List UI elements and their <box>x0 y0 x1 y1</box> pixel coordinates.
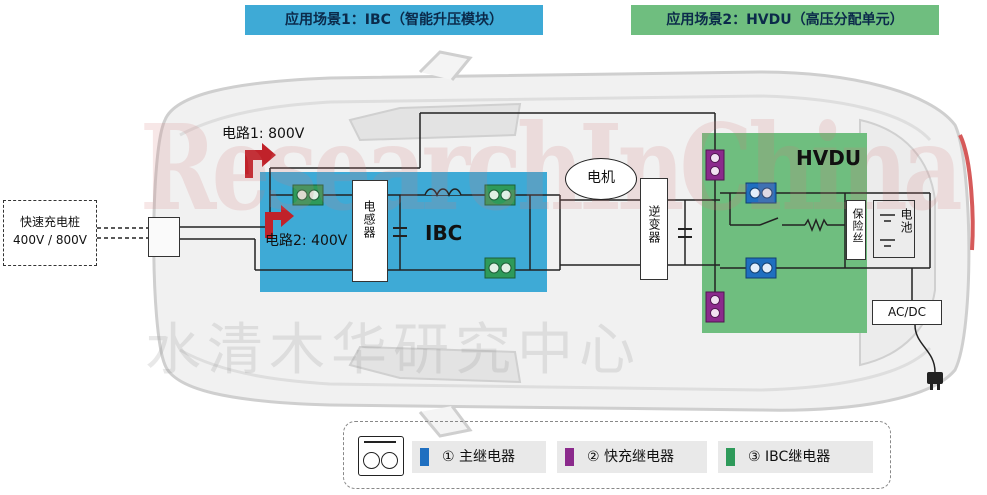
motor-circle: 电机 <box>565 158 637 200</box>
scene1-title: 应用场景1：IBC（智能升压模块） <box>245 5 543 35</box>
legend-item-fast-relay: ② 快充继电器 <box>557 441 707 473</box>
acdc-label: AC/DC <box>887 305 927 319</box>
relay-legend-icon <box>358 436 404 476</box>
legend-label-fast: ② 快充继电器 <box>587 449 675 465</box>
fast-charge-relays <box>705 149 725 323</box>
legend-swatch-main <box>420 448 429 466</box>
battery-symbol <box>880 214 895 247</box>
inductor-coil <box>424 188 462 198</box>
legend-swatch-ibc <box>726 448 735 466</box>
ibc-relays <box>292 184 516 279</box>
hvdu-zone <box>702 133 867 333</box>
watermark-cn: 水清木华研究中心 <box>145 318 641 383</box>
inductor-label: 电感器 <box>362 200 376 239</box>
circuit2-label: 电路2: 400V <box>265 233 348 249</box>
fuse-box <box>846 200 866 260</box>
motor-label: 电机 <box>587 170 615 186</box>
legend-label-main: ① 主继电器 <box>442 449 516 465</box>
car-taillight <box>958 134 975 251</box>
battery-label: 电池 <box>899 208 913 234</box>
acdc-box: AC/DC <box>872 300 942 325</box>
main-relays <box>745 182 777 279</box>
hvdu-label: HVDU <box>796 146 862 170</box>
watermark-latin: ResearchInChina <box>140 98 963 237</box>
inductor-box <box>352 180 388 282</box>
fast-charger-box: 快速充电桩 400V / 800V <box>3 200 97 266</box>
charger-label-line2: 400V / 800V <box>13 233 87 247</box>
ibc-label: IBC <box>425 221 463 245</box>
circuit1-label: 电路1: 800V <box>222 126 305 142</box>
inverter-box <box>640 178 668 280</box>
inverter-label: 逆变器 <box>647 205 661 244</box>
battery-box <box>873 200 915 258</box>
legend-swatch-fast <box>565 448 574 466</box>
legend-label-ibc: ③ IBC继电器 <box>748 449 831 465</box>
legend: ① 主继电器 ② 快充继电器 ③ IBC继电器 <box>343 421 891 489</box>
charging-inlet <box>148 217 180 257</box>
plug-icon <box>927 372 943 390</box>
scene2-title: 应用场景2：HVDU（高压分配单元） <box>631 5 939 35</box>
fuse-label: 保险丝 <box>851 208 864 244</box>
arrows <box>245 143 294 238</box>
charger-label-line1: 快速充电桩 <box>19 215 80 229</box>
legend-item-ibc-relay: ③ IBC继电器 <box>718 441 873 473</box>
legend-item-main-relay: ① 主继电器 <box>412 441 546 473</box>
